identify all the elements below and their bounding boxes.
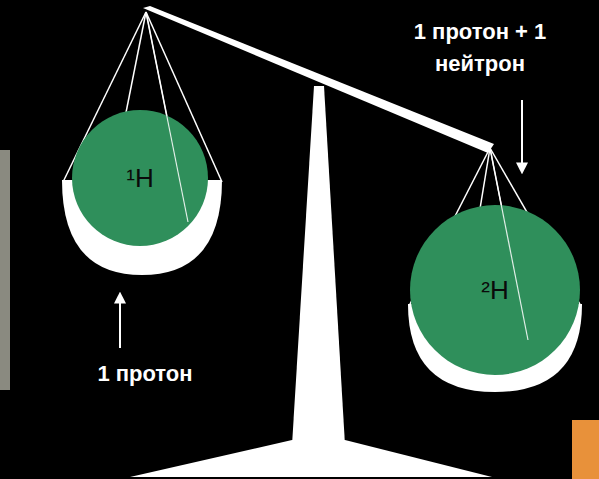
particle-label: 1 протон + 1 нейтрон bbox=[385, 16, 575, 80]
leader-arrow bbox=[119, 294, 121, 348]
particle-label: 1 протон bbox=[50, 358, 240, 390]
isotope-symbol: ²H bbox=[481, 275, 508, 306]
hydrogen-1-sphere bbox=[72, 110, 208, 246]
atom-sphere: ¹H bbox=[72, 110, 208, 246]
hydrogen-2-sphere bbox=[410, 205, 580, 375]
scale-post bbox=[292, 86, 345, 445]
slide-corner bbox=[572, 420, 599, 479]
leader-arrow bbox=[521, 100, 523, 172]
isotope-symbol: ¹H bbox=[126, 163, 153, 194]
atom-sphere: ²H bbox=[410, 205, 580, 375]
slide-remnant bbox=[0, 150, 10, 390]
scale-base bbox=[130, 440, 492, 477]
